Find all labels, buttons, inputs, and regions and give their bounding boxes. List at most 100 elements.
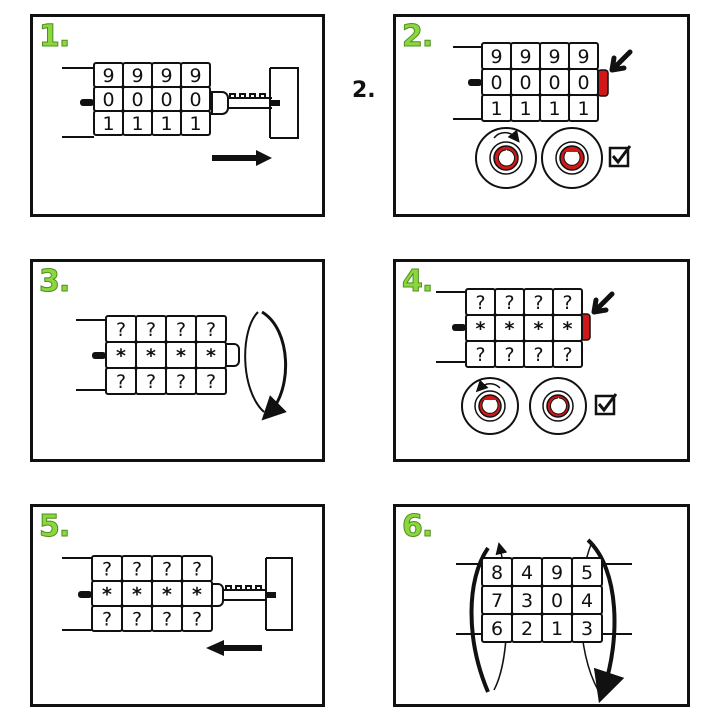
dial-digit: 0: [551, 590, 563, 612]
dial-digit: *: [505, 318, 515, 340]
dial-wheel-cell[interactable]: [552, 340, 583, 368]
dial-digit: ?: [504, 292, 514, 314]
dial-digit: *: [102, 584, 112, 606]
dial-digit: ?: [192, 609, 202, 631]
dial-digit: ?: [102, 609, 112, 631]
dial-digit: 1: [519, 98, 531, 120]
dial-digit: ?: [116, 319, 126, 341]
step-2-number: 2.: [401, 19, 433, 55]
check-box-icon: [608, 145, 632, 168]
dial-digit: *: [162, 584, 172, 606]
dial-digit: 1: [490, 98, 502, 120]
dial-digit: 3: [521, 590, 533, 612]
dial-digit: ?: [562, 292, 572, 314]
pointer-arrow-icon: [591, 291, 615, 315]
dial-digit: 5: [581, 562, 593, 584]
dial-digit: 7: [491, 590, 503, 612]
rotate-arrow-icon: [586, 538, 625, 704]
step-1-number: 1.: [38, 19, 70, 55]
lock-latch: [211, 91, 229, 115]
dial-digit: *: [534, 318, 544, 340]
dial-digit: ?: [206, 319, 216, 341]
dial-digit: *: [192, 584, 202, 606]
dial-digit: 9: [189, 65, 201, 87]
step-4-number: 4.: [401, 264, 433, 300]
dial-digit: 9: [519, 46, 531, 68]
dial-digit: 1: [131, 113, 143, 135]
dial-digit: ?: [116, 371, 126, 393]
dial-digit: 9: [490, 46, 502, 68]
dial-digit: 9: [102, 65, 114, 87]
dial-digit: 4: [521, 562, 533, 584]
lock-pin: [80, 99, 94, 106]
key-dial-icon: [475, 127, 537, 189]
shackle-tip: [270, 100, 280, 106]
dial-digit: *: [132, 584, 142, 606]
step-5-number: 5.: [38, 509, 70, 545]
dial-digit: 4: [581, 590, 593, 612]
dial-digit: ?: [533, 292, 543, 314]
dial-wheel-cell[interactable]: [195, 367, 227, 395]
dial-digit: 0: [160, 89, 172, 111]
dial-digit: 3: [581, 618, 593, 640]
dial-digit: 9: [131, 65, 143, 87]
dial-digit: 0: [577, 72, 589, 94]
dial-digit: 0: [519, 72, 531, 94]
dial-digit: 6: [491, 618, 503, 640]
dial-wheel-cell[interactable]: [568, 94, 599, 122]
dial-digit: ?: [475, 292, 485, 314]
shackle-icon: [228, 93, 272, 109]
dial-digit: 1: [551, 618, 563, 640]
dial-digit: ?: [562, 344, 572, 366]
dial-digit: *: [563, 318, 573, 340]
reset-button[interactable]: [597, 69, 609, 97]
key-dial-icon: [461, 377, 519, 435]
dial-digit: *: [176, 345, 186, 367]
dial-digit: ?: [533, 344, 543, 366]
dial-digit: ?: [192, 559, 202, 581]
dial-digit: 9: [551, 562, 563, 584]
combination-wheels: ????****????: [105, 315, 227, 395]
dial-digit: 9: [577, 46, 589, 68]
dial-digit: 2: [521, 618, 533, 640]
dial-digit: ?: [146, 371, 156, 393]
dial-digit: 0: [189, 89, 201, 111]
dial-wheel-cell[interactable]: [181, 605, 213, 632]
combination-wheels: ????****????: [91, 555, 213, 632]
pointer-arrow-icon: [609, 49, 633, 73]
dial-digit: ?: [176, 371, 186, 393]
step-3-number: 3.: [38, 264, 70, 300]
dial-digit: 1: [577, 98, 589, 120]
dial-digit: ?: [102, 559, 112, 581]
dial-digit: ?: [475, 344, 485, 366]
dial-digit: *: [206, 345, 216, 367]
dial-digit: ?: [132, 559, 142, 581]
dial-digit: *: [476, 318, 486, 340]
dial-wheel-cell[interactable]: [571, 613, 603, 643]
dial-digit: ?: [146, 319, 156, 341]
dial-digit: ?: [176, 319, 186, 341]
dial-digit: 1: [548, 98, 560, 120]
dial-digit: 8: [491, 562, 503, 584]
shackle-icon: [223, 585, 266, 601]
loose-step-label: 2.: [352, 78, 376, 103]
dial-wheel-cell[interactable]: [180, 110, 211, 136]
dial-digit: 0: [490, 72, 502, 94]
dial-digit: 1: [160, 113, 172, 135]
dial-digit: 0: [102, 89, 114, 111]
dial-digit: 1: [102, 113, 114, 135]
step-6-number: 6.: [401, 509, 433, 545]
dial-digit: ?: [132, 609, 142, 631]
dial-digit: 0: [131, 89, 143, 111]
dial-digit: ?: [206, 371, 216, 393]
dial-digit: ?: [504, 344, 514, 366]
dial-digit: 0: [548, 72, 560, 94]
dial-digit: 9: [160, 65, 172, 87]
dial-digit: ?: [162, 609, 172, 631]
dial-digit: *: [116, 345, 126, 367]
combination-wheels: ???? * * * *????: [465, 288, 583, 368]
